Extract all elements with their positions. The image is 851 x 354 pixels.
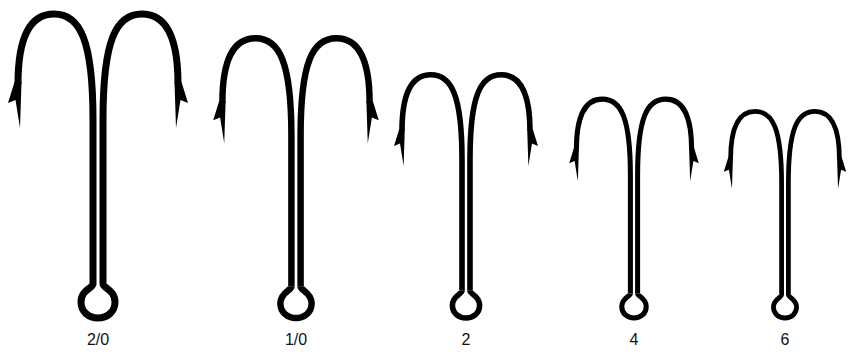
hook-size-label: 4: [630, 332, 639, 348]
hook-2: [394, 75, 538, 318]
hook-4: [569, 99, 699, 318]
hook-2-0: [8, 14, 188, 318]
hook-size-label: 6: [781, 332, 790, 348]
hook-6: [724, 111, 846, 318]
hook-1-0: [213, 38, 379, 318]
hook-size-label: 2/0: [87, 332, 109, 348]
hook-size-label: 1/0: [285, 332, 307, 348]
hook-size-label: 2: [462, 332, 471, 348]
